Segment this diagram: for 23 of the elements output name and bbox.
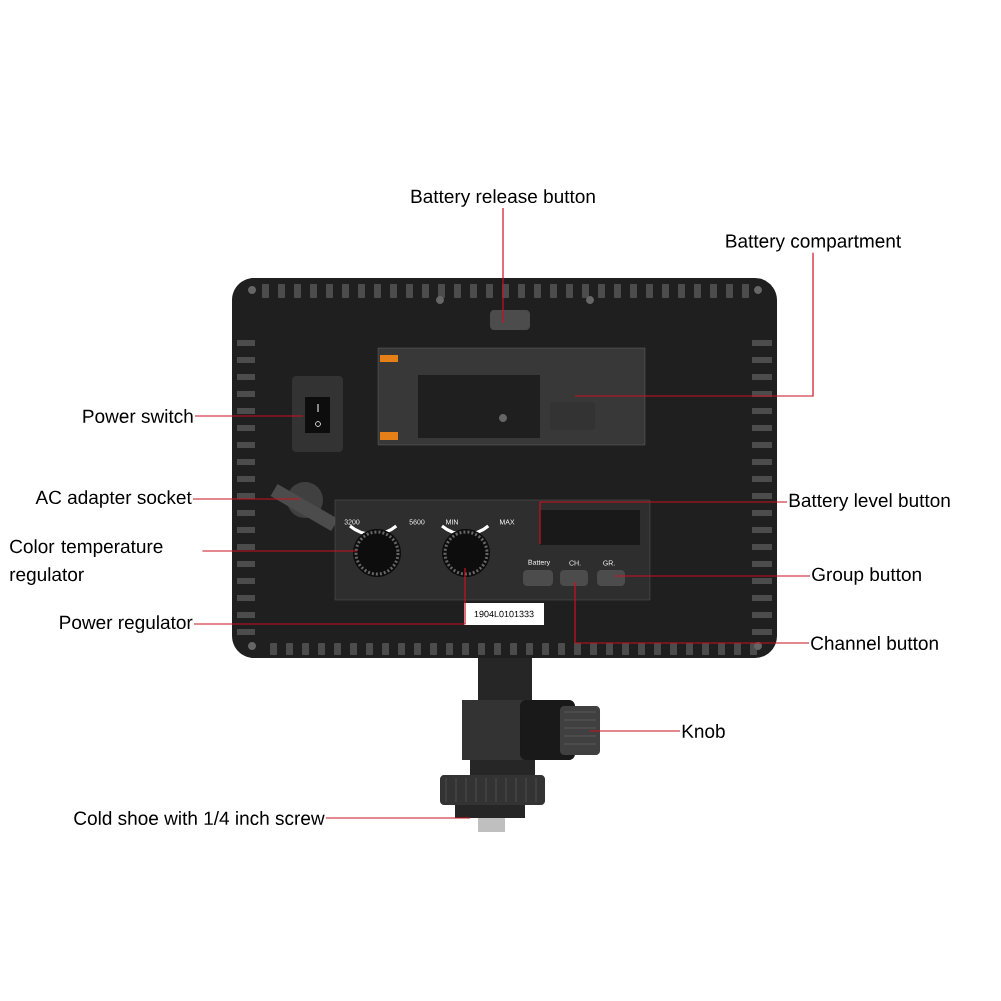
leader-line <box>574 581 810 644</box>
serial-number-sticker: 1904L0101333 <box>464 603 544 625</box>
leader-line <box>194 415 304 417</box>
leader-line <box>325 817 471 819</box>
part-label: Battery compartment <box>726 234 901 252</box>
leader-line <box>192 498 301 500</box>
part-label: Channel button <box>811 636 938 650</box>
leader-line <box>502 207 504 324</box>
part-label: Power regulator <box>60 615 193 633</box>
part-label: Knob <box>682 724 725 738</box>
part-label: Cold shoe with 1/4 inch screw <box>74 811 325 825</box>
leader-line <box>589 730 681 732</box>
leader-line <box>193 567 466 625</box>
part-label: Battery level button <box>789 493 950 511</box>
leader-line <box>614 575 811 577</box>
part-label: Group button <box>812 567 921 585</box>
leader-line <box>574 252 814 397</box>
part-label: Battery release button <box>411 189 595 207</box>
part-label: Color temperature regulator <box>10 539 163 585</box>
leader-line <box>539 501 788 545</box>
leader-line <box>201 550 358 552</box>
part-label: Power switch <box>83 409 193 423</box>
part-label: AC adapter socket <box>35 490 192 508</box>
